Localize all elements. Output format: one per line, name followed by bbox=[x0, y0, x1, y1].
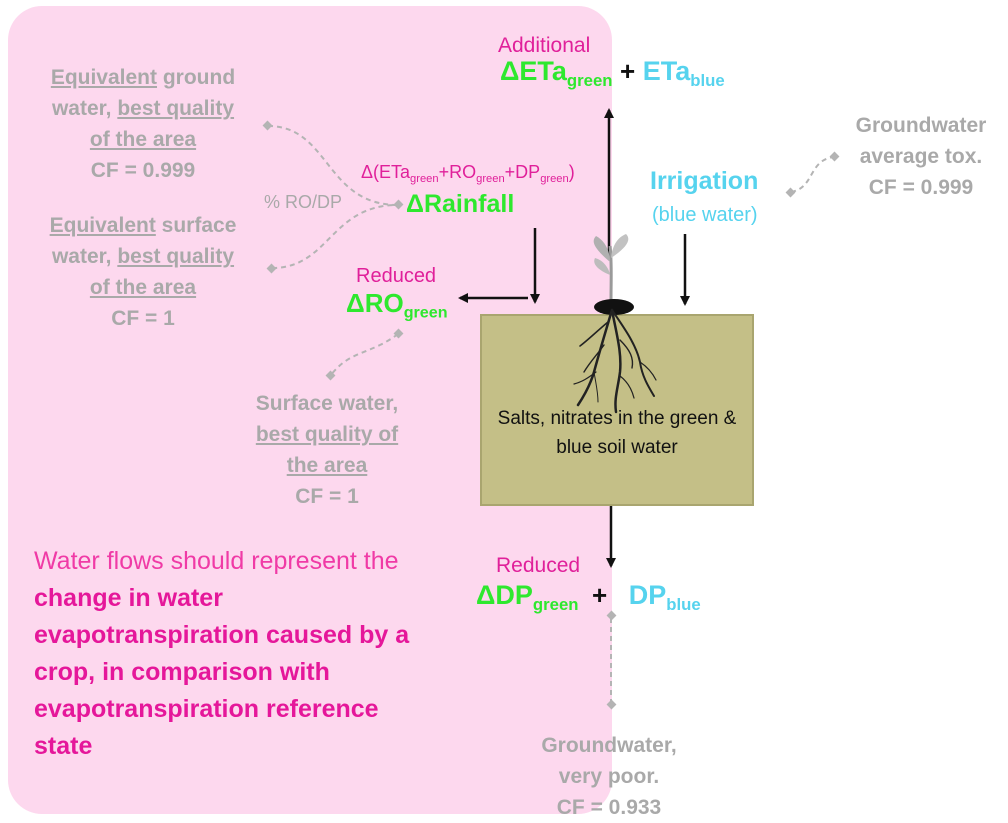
surface-equivalent-cf: CF = 1 bbox=[111, 307, 175, 330]
surface-equivalent-text: Equivalent surface water, best quality o… bbox=[34, 210, 252, 334]
drainage-reduced-label: Reduced bbox=[496, 554, 581, 577]
rainfall-label: ΔRainfall bbox=[406, 190, 515, 218]
groundwater-poor-text: Groundwater, very poor. CF = 0.933 bbox=[514, 730, 704, 823]
runoff-label: ΔROgreen bbox=[346, 288, 448, 322]
connector-groundwater-equiv bbox=[267, 125, 399, 206]
plant-icon bbox=[593, 234, 629, 301]
eta-green-label: ΔETagreen bbox=[500, 56, 613, 90]
drainage-plus: + bbox=[592, 580, 608, 610]
eta-plus: + bbox=[620, 56, 636, 86]
groundwater-tox-cf: CF = 0.999 bbox=[868, 176, 974, 199]
additional-label: Additional bbox=[498, 34, 591, 57]
irrigation-sublabel: (blue water) bbox=[652, 204, 758, 226]
drainage-output-label: ΔDPgreen + DPblue bbox=[476, 580, 701, 615]
ro-dp-label: % RO/DP bbox=[264, 192, 343, 212]
surface-water-cf: CF = 1 bbox=[295, 485, 359, 508]
drainage-blue-label: DPblue bbox=[628, 580, 701, 614]
connector-surface-water bbox=[330, 333, 399, 376]
surface-water-text: Surface water, best quality of the area … bbox=[220, 388, 434, 512]
explanatory-note: Water flows should represent the change … bbox=[34, 547, 410, 760]
eta-output-label: ΔETagreen + ETablue bbox=[500, 56, 725, 91]
groundwater-tox-text: Groundwater average tox. CF = 0.999 bbox=[836, 110, 1006, 203]
groundwater-poor-cf: CF = 0.933 bbox=[556, 796, 662, 819]
drainage-green-label: ΔDPgreen bbox=[476, 580, 579, 614]
irrigation-label: Irrigation bbox=[650, 167, 759, 195]
groundwater-equivalent-text: Equivalent ground water, best quality of… bbox=[34, 62, 252, 186]
connector-groundwater-tox bbox=[790, 156, 835, 193]
soil-label: Salts, nitrates in the green & blue soil… bbox=[497, 408, 737, 458]
connector-surface-equiv bbox=[271, 204, 399, 269]
eta-blue-label: ETablue bbox=[642, 56, 725, 90]
rainfall-formula: Δ(ETagreen+ROgreen+DPgreen) bbox=[361, 162, 575, 185]
roots-icon bbox=[573, 299, 657, 414]
runoff-reduced-label: Reduced bbox=[356, 265, 437, 287]
groundwater-equivalent-cf: CF = 0.999 bbox=[90, 159, 196, 182]
